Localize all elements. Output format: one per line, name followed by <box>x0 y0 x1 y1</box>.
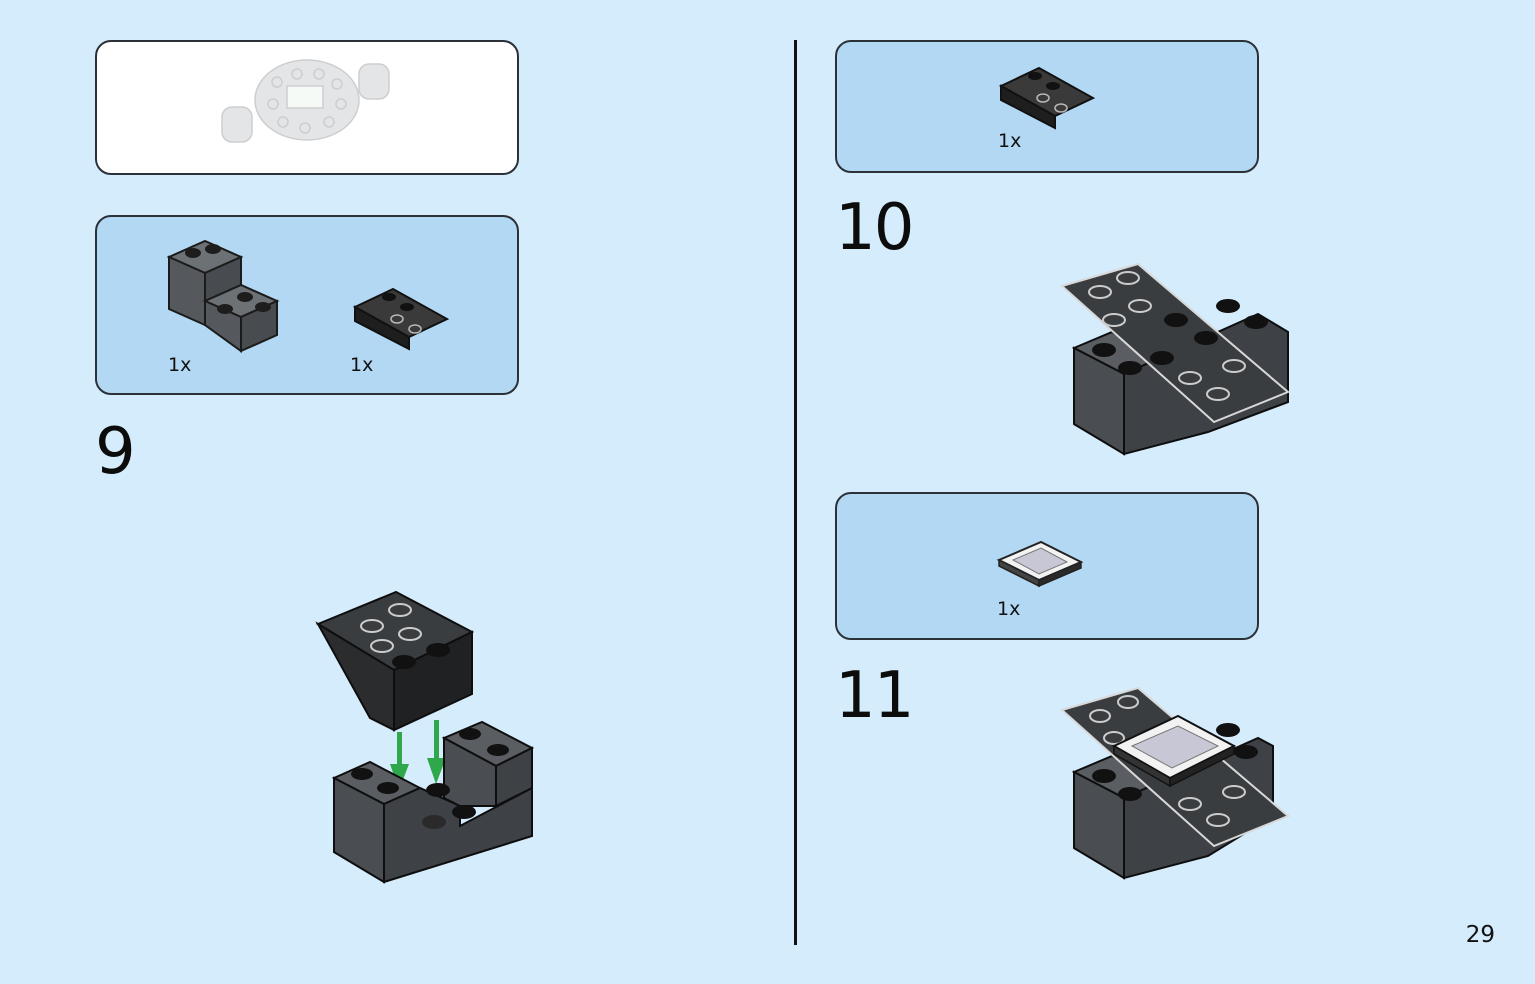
step-9-build-illustration <box>315 590 535 884</box>
part-qty: 1x <box>168 354 192 376</box>
page-divider <box>794 40 797 945</box>
parts-panel-step-9: 1x 1x <box>95 215 519 395</box>
parts-panel-step-10: 1x <box>835 40 1259 173</box>
step-number-9: 9 <box>95 415 136 489</box>
context-panel <box>95 40 519 175</box>
bracket-brick-illustration <box>166 239 280 353</box>
inverted-slope-illustration <box>352 287 450 351</box>
step-number-10: 10 <box>835 191 914 265</box>
printed-tile-illustration <box>996 540 1084 588</box>
part-qty: 1x <box>350 354 374 376</box>
step-number-11: 11 <box>835 659 914 733</box>
turntable-assembly-illustration <box>221 59 390 143</box>
step-11-build-illustration <box>1059 686 1290 880</box>
part-qty: 1x <box>997 598 1021 620</box>
part-qty: 1x <box>998 130 1022 152</box>
inverted-slope-illustration <box>998 66 1096 130</box>
page-number: 29 <box>1465 922 1495 948</box>
step-10-build-illustration <box>1059 262 1290 456</box>
parts-panel-step-11: 1x <box>835 492 1259 640</box>
